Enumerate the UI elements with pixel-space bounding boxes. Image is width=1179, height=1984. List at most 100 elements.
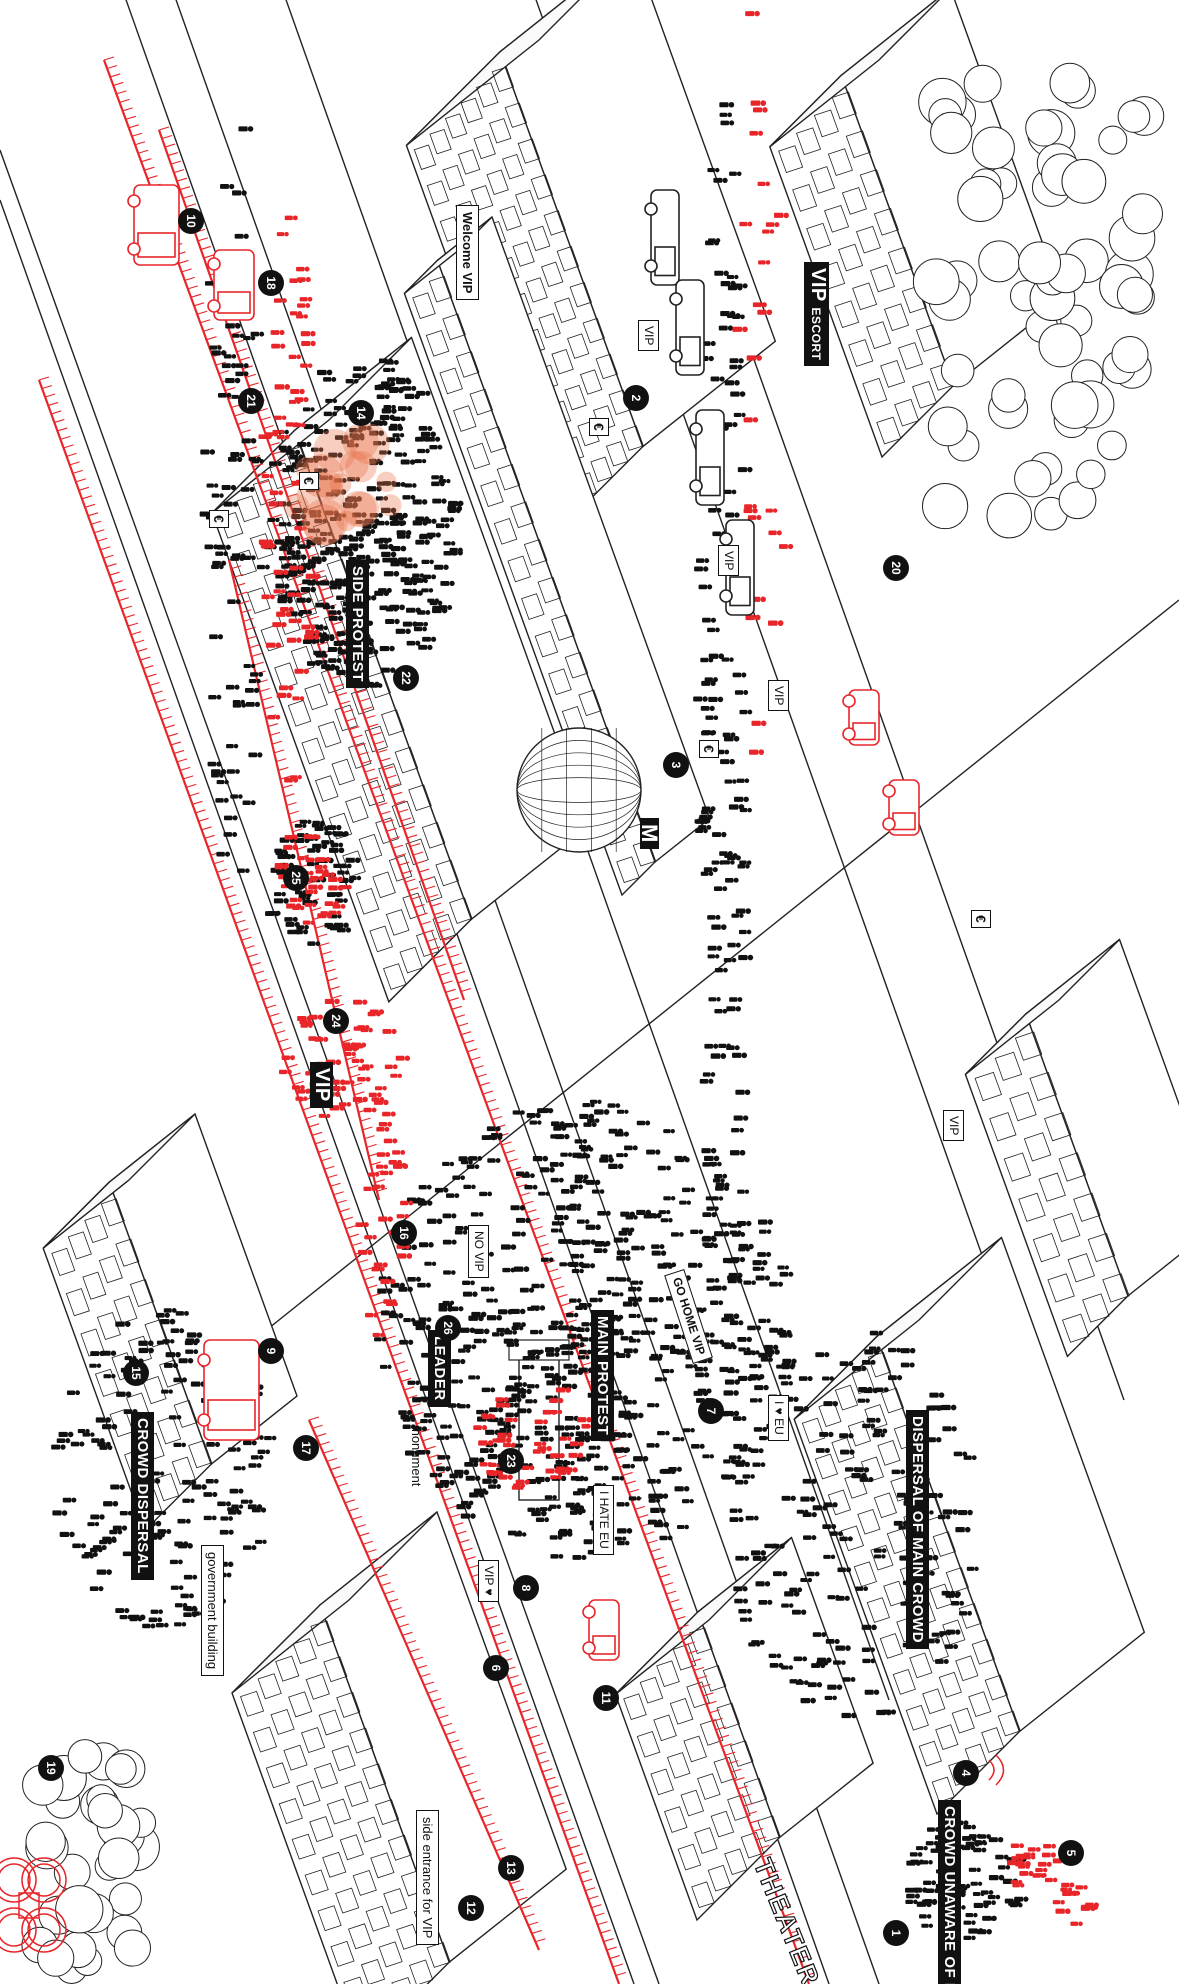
person-figure bbox=[436, 523, 450, 528]
person-figure bbox=[442, 1162, 454, 1166]
person-head bbox=[734, 1411, 740, 1417]
person-body bbox=[467, 1165, 475, 1169]
person-body bbox=[598, 1290, 606, 1295]
barrier-post bbox=[252, 653, 262, 656]
person-figure bbox=[514, 1266, 529, 1272]
person-head bbox=[387, 1288, 393, 1294]
barrier-post bbox=[247, 447, 257, 450]
person-figure bbox=[582, 1103, 594, 1108]
barrier-post bbox=[311, 908, 321, 911]
person-body bbox=[862, 1648, 870, 1652]
person-head bbox=[275, 518, 280, 523]
person-body bbox=[612, 1292, 619, 1296]
person-head bbox=[711, 1212, 716, 1217]
person-body bbox=[440, 581, 449, 586]
person-body bbox=[628, 1287, 636, 1292]
person-body bbox=[458, 1404, 466, 1408]
person-body bbox=[894, 1521, 903, 1526]
person-body bbox=[381, 668, 390, 673]
person-figure bbox=[225, 323, 240, 329]
barrier-post bbox=[180, 187, 190, 190]
person-figure bbox=[590, 1298, 603, 1303]
person-body bbox=[901, 1363, 910, 1368]
barrier-post bbox=[607, 1947, 617, 1950]
person-figure bbox=[677, 1525, 689, 1529]
person-body bbox=[555, 1460, 563, 1464]
barrier-post bbox=[97, 538, 107, 541]
person-figure bbox=[875, 1387, 889, 1392]
person-figure bbox=[865, 1689, 880, 1694]
person-body bbox=[510, 1309, 519, 1314]
person-body bbox=[482, 1388, 490, 1393]
person-head bbox=[160, 1533, 165, 1538]
person-figure bbox=[487, 1158, 500, 1163]
person-body bbox=[730, 1517, 739, 1522]
person-body bbox=[297, 833, 304, 837]
person-body bbox=[594, 1248, 603, 1253]
person-head bbox=[762, 1427, 767, 1432]
person-figure bbox=[862, 1659, 875, 1664]
person-head bbox=[626, 1277, 631, 1282]
person-head bbox=[338, 892, 343, 897]
person-figure bbox=[432, 606, 445, 611]
person-figure bbox=[380, 415, 395, 421]
person-body bbox=[722, 1475, 731, 1480]
tree-icon bbox=[68, 1740, 102, 1774]
person-head bbox=[536, 1113, 541, 1118]
person-head bbox=[1006, 1865, 1011, 1870]
person-figure bbox=[115, 1321, 130, 1327]
person-figure bbox=[577, 1154, 590, 1159]
barrier-post bbox=[116, 589, 126, 592]
person-figure bbox=[971, 1882, 983, 1886]
person-head bbox=[636, 1496, 641, 1501]
person-head bbox=[60, 1444, 65, 1449]
person-figure bbox=[432, 498, 446, 503]
person-body bbox=[297, 442, 306, 447]
person-head bbox=[851, 1677, 856, 1682]
person-figure bbox=[721, 1317, 734, 1322]
person-head bbox=[867, 1387, 872, 1392]
person-figure bbox=[747, 1325, 761, 1330]
person-head bbox=[765, 1275, 770, 1280]
person-head bbox=[825, 1448, 830, 1453]
person-body bbox=[581, 1147, 589, 1151]
person-figure bbox=[109, 1530, 122, 1535]
person-figure bbox=[203, 1492, 217, 1497]
person-figure bbox=[52, 1510, 67, 1516]
person-figure bbox=[647, 1443, 660, 1448]
person-head bbox=[416, 1277, 421, 1282]
person-body bbox=[287, 550, 295, 555]
person-head bbox=[1018, 1903, 1023, 1908]
person-body bbox=[320, 580, 329, 585]
person-body bbox=[456, 1504, 465, 1509]
barrier-post bbox=[349, 1234, 359, 1237]
barrier-post bbox=[610, 1956, 620, 1959]
person-figure bbox=[392, 433, 404, 437]
person-body bbox=[324, 412, 332, 417]
person-head bbox=[875, 1418, 880, 1423]
person-body bbox=[586, 1454, 594, 1459]
barrier-post bbox=[126, 116, 136, 119]
person-figure bbox=[581, 1147, 594, 1152]
barrier-post bbox=[162, 716, 172, 719]
person-figure bbox=[274, 892, 286, 896]
person-body bbox=[659, 1210, 666, 1214]
person-figure bbox=[633, 1456, 648, 1462]
person-head bbox=[828, 1432, 833, 1437]
barrier-post bbox=[423, 1438, 433, 1441]
person-body bbox=[455, 1230, 463, 1234]
person-head bbox=[343, 422, 347, 426]
person-head bbox=[643, 1456, 649, 1462]
person-body bbox=[631, 1246, 640, 1251]
person-body bbox=[374, 1337, 382, 1341]
barrier-post bbox=[183, 776, 193, 779]
barrier-post bbox=[205, 835, 215, 838]
person-head bbox=[449, 1480, 455, 1486]
person-body bbox=[769, 1282, 778, 1287]
barrier-post bbox=[242, 937, 252, 940]
person-head bbox=[156, 1521, 162, 1527]
person-head bbox=[567, 1262, 572, 1267]
person-head bbox=[138, 1617, 143, 1622]
person-head bbox=[623, 1395, 628, 1400]
barrier-post bbox=[539, 1244, 549, 1247]
